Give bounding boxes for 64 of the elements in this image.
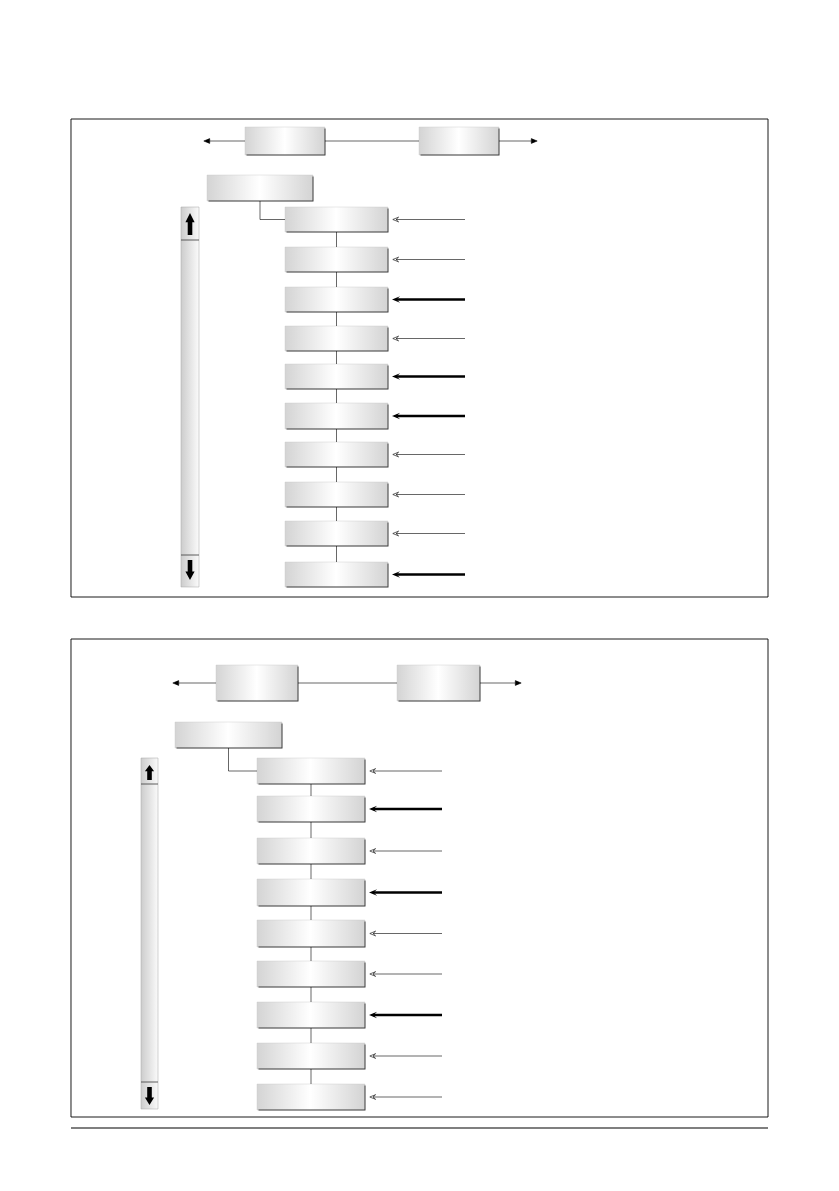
connector-line [310, 783, 312, 797]
arrow [479, 680, 522, 686]
blank-box [284, 246, 389, 273]
blank-box [284, 402, 389, 430]
connector-line [228, 747, 258, 772]
connector-line [324, 140, 420, 142]
panel-frame [70, 638, 769, 1118]
connector-line [336, 350, 337, 365]
connector-line [336, 231, 337, 248]
connector-line [310, 1027, 312, 1044]
blank-box [256, 1083, 366, 1111]
connector-line [310, 863, 312, 880]
blank-box [284, 520, 389, 547]
connector-line [336, 428, 337, 443]
connector-line [310, 986, 312, 1003]
blank-box [396, 664, 481, 702]
connector-line [336, 388, 337, 404]
blank-box [284, 363, 389, 390]
arrow [498, 138, 538, 144]
blank-box [206, 174, 314, 202]
connector-line [336, 545, 337, 563]
blank-box [215, 664, 299, 702]
arrow [392, 491, 466, 498]
arrow [203, 138, 246, 144]
blank-box [256, 1001, 366, 1029]
arrow [392, 256, 466, 263]
blank-box [256, 878, 366, 907]
connector-line [310, 821, 312, 839]
blank-box [174, 721, 283, 749]
blank-box [284, 441, 389, 468]
arrow [392, 335, 466, 342]
connector-line [310, 946, 312, 962]
arrow [369, 971, 443, 977]
blank-box [284, 206, 389, 233]
connector-line [336, 271, 337, 288]
arrow [392, 216, 466, 223]
arrow [392, 530, 466, 537]
connector-line [297, 682, 398, 684]
arrow [369, 930, 443, 937]
connector-line [310, 905, 312, 921]
blank-box [256, 960, 366, 988]
connector-line [336, 506, 337, 522]
arrow [369, 1053, 443, 1059]
arrow [369, 1094, 443, 1100]
blank-box [418, 126, 500, 156]
arrow [392, 451, 466, 458]
arrow [172, 680, 217, 686]
blank-box [256, 795, 366, 823]
blank-box [256, 1042, 366, 1070]
blank-box [284, 481, 389, 508]
blank-box [284, 325, 389, 352]
blank-box [284, 286, 389, 313]
connector-line [336, 466, 337, 483]
blank-box [256, 919, 366, 948]
blank-box [244, 126, 326, 156]
blank-box [284, 561, 389, 588]
blank-box [256, 757, 366, 785]
connector-line [259, 200, 286, 220]
arrow [369, 848, 443, 854]
arrow [369, 768, 443, 774]
connector-line [310, 1068, 312, 1085]
blank-box [256, 837, 366, 865]
panel-frame [70, 118, 769, 598]
connector-line [336, 311, 337, 327]
